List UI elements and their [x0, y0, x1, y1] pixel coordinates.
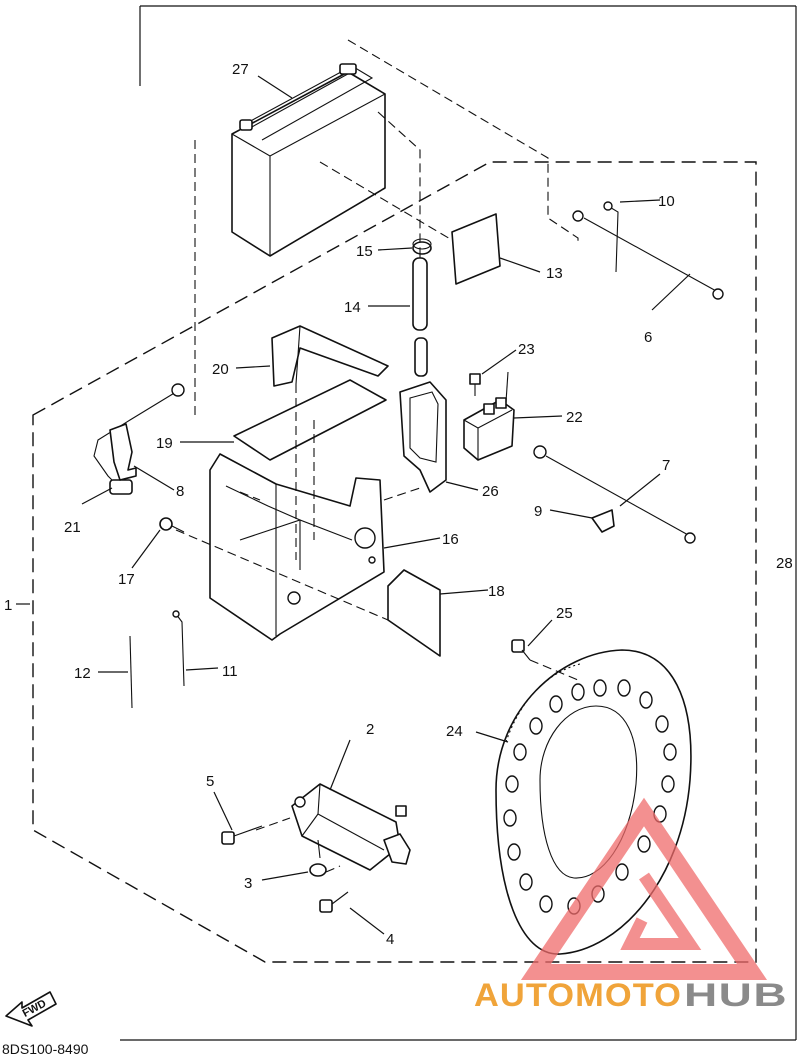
callout-11: 11 — [222, 663, 238, 680]
callout-labels: 27 10 15 13 14 6 23 20 22 19 7 8 26 21 9… — [4, 61, 793, 948]
callout-2: 2 — [366, 721, 374, 738]
positive-lead — [93, 383, 185, 495]
starter-motor — [291, 783, 411, 871]
callout-1: 1 — [4, 597, 12, 614]
starter-lead-clip — [591, 509, 615, 533]
watermark-text-automoto: AUTOMOTO — [474, 977, 682, 1013]
callout-20: 20 — [212, 361, 229, 378]
callout-7: 7 — [662, 457, 670, 474]
callout-6: 6 — [644, 329, 652, 346]
callout-27: 27 — [232, 61, 249, 78]
callout-12: 12 — [74, 665, 91, 682]
callout-9: 9 — [534, 503, 542, 520]
callout-23: 23 — [518, 341, 535, 358]
fwd-arrow: FWD — [5, 991, 57, 1027]
starter-lead — [533, 445, 696, 544]
rubber-band — [412, 257, 428, 377]
callout-28: 28 — [776, 555, 793, 572]
callout-4: 4 — [386, 931, 394, 948]
group-boundaries — [32, 5, 797, 1041]
callout-24: 24 — [446, 723, 463, 740]
fwd-arrow-icon — [5, 991, 57, 1027]
motor-bolt-lower — [319, 891, 349, 913]
watermark-logo-triangle — [520, 797, 768, 980]
callout-19: 19 — [156, 435, 173, 452]
battery-pad — [451, 213, 501, 285]
starter-relay-cover — [399, 381, 447, 493]
nut — [309, 863, 327, 877]
clip — [412, 238, 432, 255]
battery-strap — [271, 325, 389, 387]
cable-ties — [129, 610, 185, 709]
callout-25: 25 — [556, 605, 573, 622]
callout-14: 14 — [344, 299, 361, 316]
callout-22: 22 — [566, 409, 583, 426]
bracket — [109, 423, 137, 481]
case-bolt — [159, 517, 185, 533]
battery-case — [209, 453, 385, 641]
motor-bolt — [221, 825, 263, 845]
callout-26: 26 — [482, 483, 499, 500]
watermark-logo-inner — [620, 872, 702, 950]
leader-lines — [16, 75, 691, 935]
diagram-code: 8DS100-8490 — [2, 1041, 89, 1057]
callout-21: 21 — [64, 519, 81, 536]
ring-gear-bolt — [511, 639, 531, 661]
callout-13: 13 — [546, 265, 563, 282]
cover — [387, 569, 441, 657]
callout-16: 16 — [442, 531, 459, 548]
callout-18: 18 — [488, 583, 505, 600]
callout-3: 3 — [244, 875, 252, 892]
callout-8: 8 — [176, 483, 184, 500]
callout-10: 10 — [658, 193, 675, 210]
relay-bolt — [469, 371, 509, 403]
callout-5: 5 — [206, 773, 214, 790]
battery-sheet — [233, 379, 387, 461]
watermark: AUTOMOTO HUB — [474, 797, 788, 1013]
callout-17: 17 — [118, 571, 135, 588]
lead-clip — [603, 201, 619, 273]
starter-relay — [463, 397, 515, 461]
negative-lead — [572, 210, 724, 300]
battery — [231, 63, 386, 257]
assembly-lines — [175, 111, 579, 873]
watermark-text-hub: HUB — [684, 977, 788, 1013]
callout-15: 15 — [356, 243, 373, 260]
